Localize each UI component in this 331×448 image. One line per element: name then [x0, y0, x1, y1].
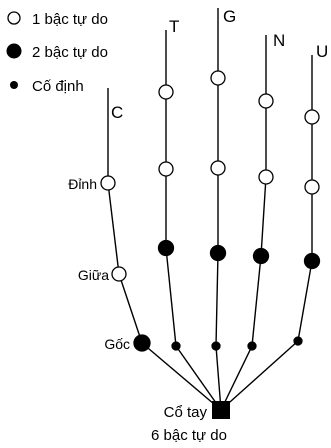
joint-label-distal: Đỉnh — [68, 176, 97, 192]
joints — [100, 70, 321, 352]
finger-label-ring: N — [273, 31, 285, 50]
finger-label-index: T — [169, 17, 179, 36]
finger-label-middle: G — [223, 7, 236, 26]
finger-bones — [107, 8, 313, 411]
ring-dip-joint — [258, 93, 274, 109]
joint-label-middle: Giữa — [78, 267, 109, 283]
index-base-joint — [171, 341, 181, 351]
index-pip-joint — [158, 161, 174, 177]
middle-dip-joint — [210, 70, 226, 86]
wrist-dof-label: 6 bậc tự do — [151, 427, 227, 444]
wrist-square — [212, 401, 230, 419]
little-base-joint — [293, 336, 303, 346]
ring-finger-bones — [220, 35, 267, 411]
finger-label-little: U — [316, 42, 328, 61]
ring-base-joint — [247, 341, 257, 351]
index-finger-bones — [165, 30, 222, 411]
legend: 1 bậc tự do 2 bậc tự do Cố định — [6, 11, 108, 95]
little-finger-bones — [220, 55, 313, 411]
middle-finger-bones — [215, 8, 222, 411]
little-mcp-joint — [303, 252, 321, 270]
wrist-label: Cổ tay — [164, 404, 208, 421]
joint-labels: Đỉnh Giữa Gốc — [68, 176, 130, 352]
ring-mcp-joint — [252, 247, 270, 265]
finger-label-thumb: C — [111, 103, 123, 122]
index-mcp-joint — [157, 239, 175, 257]
ring-pip-joint — [258, 169, 274, 185]
legend-label-2dof: 2 bậc tự do — [32, 44, 108, 61]
little-pip-joint — [304, 179, 320, 195]
thumb-base-joint — [133, 334, 151, 352]
middle-mcp-joint — [209, 244, 227, 262]
little-dip-joint — [304, 109, 320, 125]
thumb-distal-joint — [100, 175, 116, 191]
middle-base-joint — [211, 341, 221, 351]
legend-small-dot-icon — [10, 81, 18, 89]
legend-label-fixed: Cố định — [32, 78, 84, 95]
middle-pip-joint — [210, 160, 226, 176]
legend-open-circle-icon — [7, 11, 21, 25]
finger-labels: C T G N U — [111, 7, 328, 122]
thumb-middle-joint — [111, 266, 127, 282]
wrist-labels: Cổ tay 6 bậc tự do — [151, 404, 227, 444]
index-dip-joint — [158, 84, 174, 100]
legend-filled-circle-icon — [6, 43, 22, 59]
legend-label-1dof: 1 bậc tự do — [32, 11, 108, 28]
joint-label-base: Gốc — [104, 336, 130, 352]
